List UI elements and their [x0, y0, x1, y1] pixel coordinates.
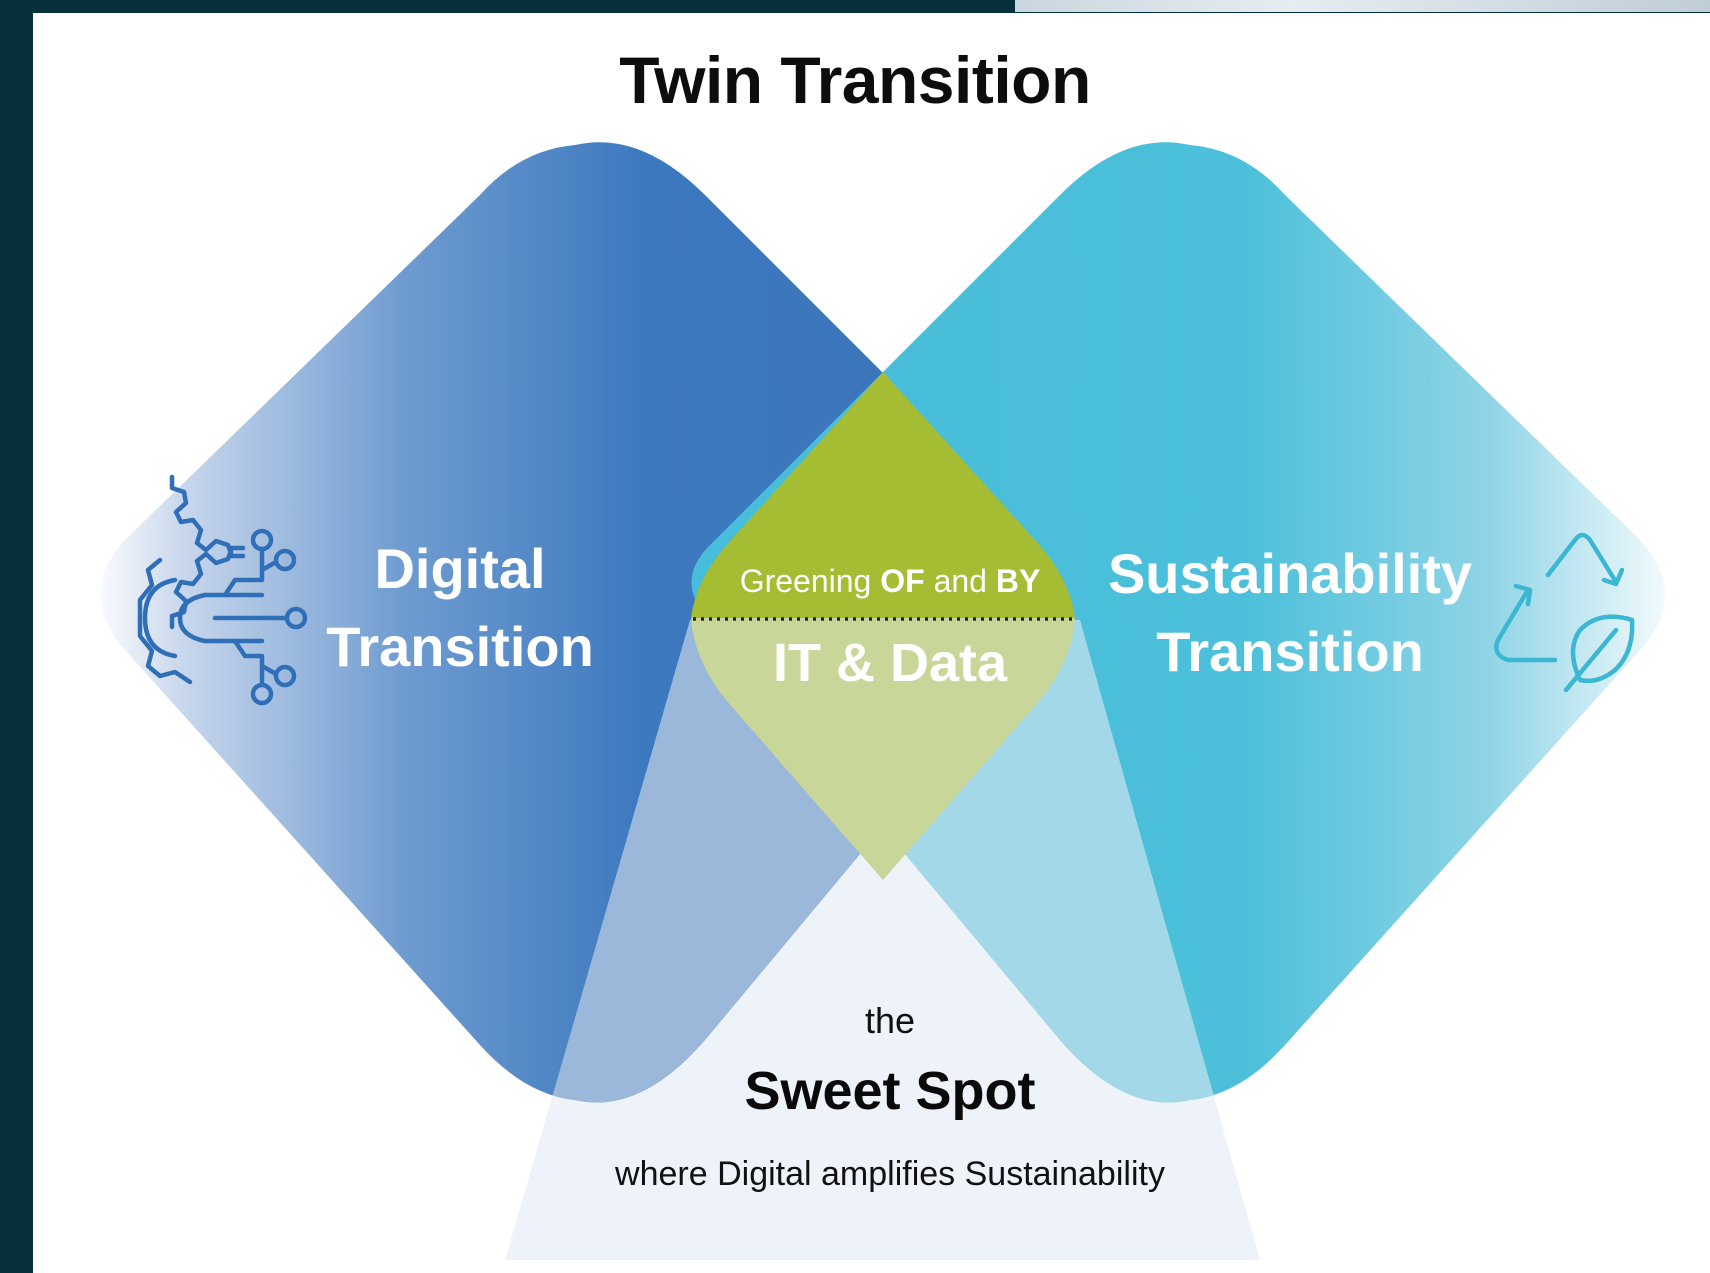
- digital-line2: Transition: [326, 615, 594, 678]
- sustainability-line1: Sustainability: [1107, 542, 1473, 605]
- sweet-spot-caption: where Digital amplifies Sustainability: [615, 1155, 1165, 1193]
- greening-label: Greening OF and BY: [690, 563, 1090, 600]
- diagram-title: Twin Transition: [619, 43, 1091, 117]
- gear-circuit-icon: [137, 474, 308, 706]
- overlap-bottom-light-green: [691, 618, 1075, 880]
- greening-and: and: [924, 563, 996, 599]
- overlap-top-green: [691, 372, 1075, 618]
- sweet-spot-title: Sweet Spot: [744, 1061, 1036, 1121]
- sustainability-transition-label: Sustainability Transition: [1080, 535, 1500, 691]
- recycle-leaf-icon: [1494, 532, 1635, 693]
- it-data-label: IT & Data: [772, 633, 1008, 693]
- background-photo-strip: [1015, 0, 1710, 12]
- greening-of: OF: [880, 563, 925, 599]
- sweet-spot-the: the: [864, 1000, 916, 1041]
- greening-by: BY: [995, 563, 1041, 599]
- digital-transition-label: Digital Transition: [300, 530, 620, 686]
- sustainability-line2: Transition: [1156, 620, 1424, 683]
- digital-line1: Digital: [374, 537, 546, 600]
- greening-prefix: Greening: [739, 563, 881, 599]
